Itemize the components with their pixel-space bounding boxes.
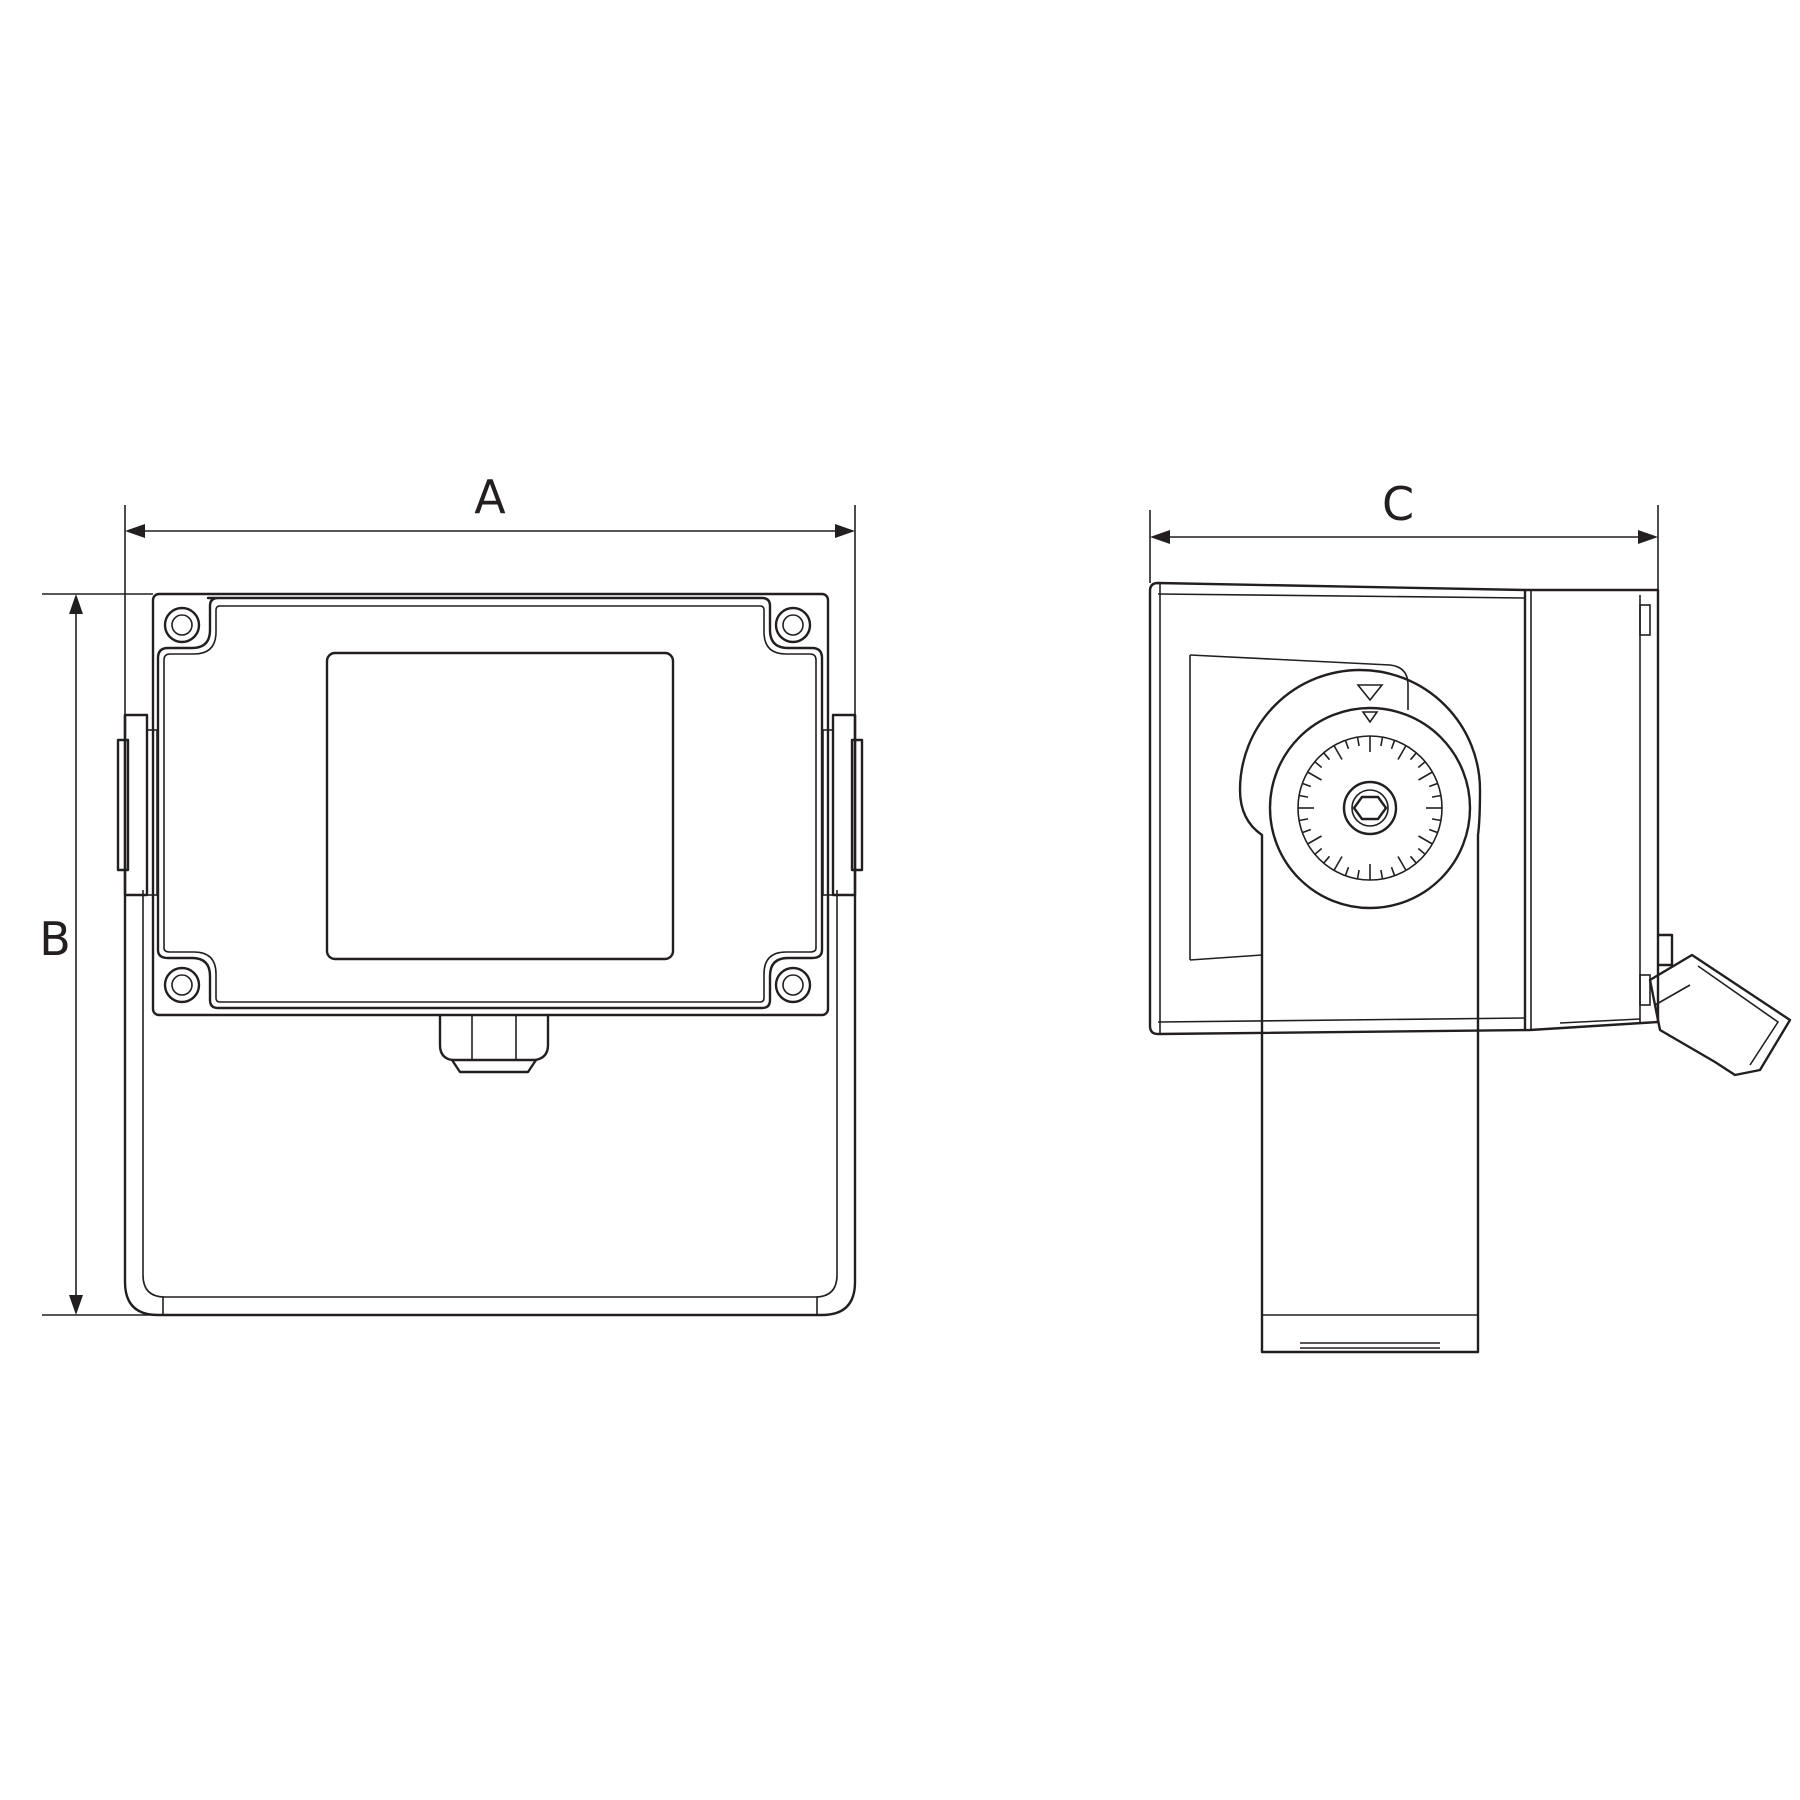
dial-tick [1333, 745, 1343, 760]
dial-tick [1298, 818, 1309, 822]
dial-tick [1390, 866, 1396, 876]
dial-tick [1397, 745, 1407, 760]
dial-tick [1431, 794, 1442, 798]
dimension-label-width: A [474, 470, 506, 524]
screw-top-right [774, 606, 812, 644]
dial-tick [1307, 771, 1322, 781]
dimension-height: B [39, 593, 158, 1316]
dial-tick [1307, 835, 1322, 845]
angle-dial [1268, 706, 1472, 910]
dial-tick [1431, 818, 1442, 822]
dial-tick [1417, 847, 1426, 855]
dial-tick [1418, 771, 1433, 781]
dial-tick [1314, 847, 1323, 855]
dial-tick [1314, 761, 1323, 769]
hex-socket-icon [1352, 795, 1388, 821]
dial-tick [1323, 752, 1331, 761]
side-view [1148, 581, 1792, 1354]
dial-tick [1323, 855, 1331, 864]
dimension-label-height: B [39, 912, 71, 966]
dial-tick [1409, 752, 1417, 761]
dial-tick [1356, 869, 1360, 880]
dial-tick [1397, 856, 1407, 871]
side-housing [1148, 581, 1660, 1036]
angle-indicator-icon [1356, 684, 1384, 724]
front-housing [151, 592, 830, 1017]
dial-tick [1302, 828, 1312, 834]
dial-tick [1298, 794, 1309, 798]
front-window [325, 651, 675, 961]
dial-tick [1428, 782, 1438, 788]
cable-gland [438, 1013, 550, 1074]
dial-tick [1344, 866, 1350, 876]
dial-tick [1390, 740, 1396, 750]
dial-tick [1409, 855, 1417, 864]
front-view [116, 592, 864, 1317]
dial-tick [1356, 736, 1360, 747]
dimension-depth: C [1149, 477, 1659, 590]
side-bracket [1238, 668, 1482, 1354]
dial-tick [1417, 761, 1426, 769]
side-connector [1648, 933, 1792, 1077]
front-bracket [123, 713, 857, 1317]
dial-tick [1344, 740, 1350, 750]
dimension-label-depth: C [1382, 477, 1414, 531]
dial-tick [1418, 835, 1433, 845]
dial-tick [1302, 782, 1312, 788]
dial-tick [1380, 869, 1384, 880]
screw-top-left [163, 606, 201, 644]
left-pivot [116, 713, 158, 897]
dimension-width: A [124, 470, 856, 715]
dial-tick [1333, 856, 1343, 871]
dial-tick [1380, 736, 1384, 747]
screw-bottom-left [163, 966, 201, 1004]
dial-tick [1428, 828, 1438, 834]
screw-bottom-right [774, 966, 812, 1004]
